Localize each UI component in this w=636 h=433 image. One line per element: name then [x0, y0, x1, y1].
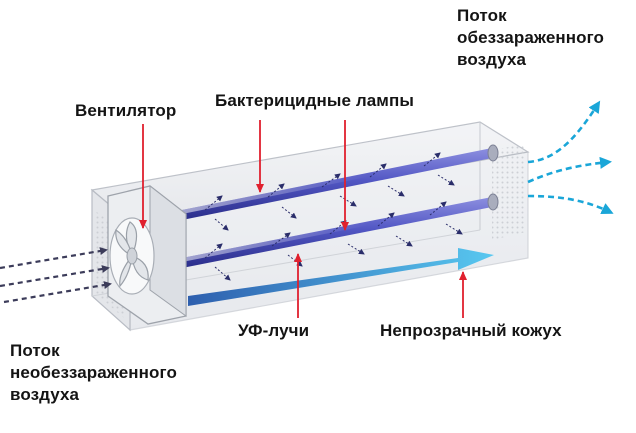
- dashed-arrow-icon: [0, 247, 112, 304]
- dashed-curved-arrow-icon: [527, 100, 614, 214]
- label-dirty-air-inflow: Поток необеззараженного воздуха: [10, 341, 177, 404]
- label-pointers: [139, 120, 467, 318]
- label-uv-rays: УФ-лучи: [238, 321, 310, 340]
- lamp-lower: [182, 193, 499, 268]
- fan-icon: [107, 184, 187, 325]
- label-germicidal-lamps: Бактерицидные лампы: [215, 91, 414, 110]
- label-fan: Вентилятор: [75, 101, 177, 120]
- label-clean-air-outflow: Поток обеззараженного воздуха: [457, 6, 605, 69]
- label-opaque-housing: Непрозрачный кожух: [380, 321, 562, 340]
- outlet-grille: [492, 144, 526, 240]
- uv-ray-arrow: [188, 248, 494, 306]
- lamp-upper: [182, 144, 499, 220]
